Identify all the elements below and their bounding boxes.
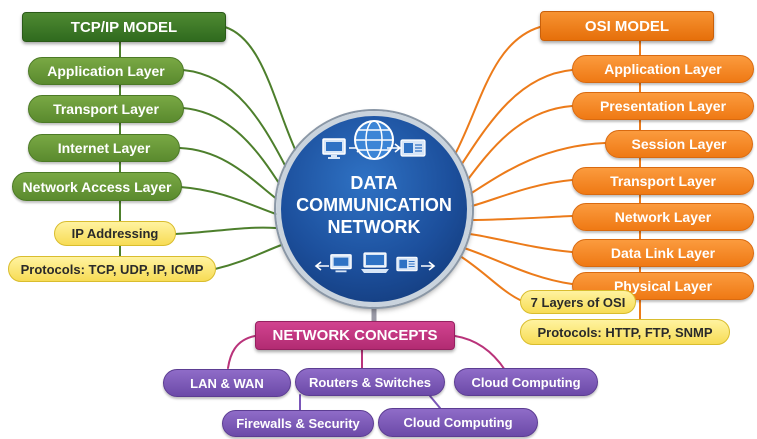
concept-cloud-computing-2: Cloud Computing: [378, 408, 538, 437]
concept-lan-wan: LAN & WAN: [163, 369, 291, 397]
ip-addressing-note: IP Addressing: [54, 221, 176, 246]
arrow-left-icon: [314, 261, 329, 271]
osi-protocols-note: Protocols: HTTP, FTP, SNMP: [520, 319, 730, 345]
tcpip-application-layer: Application Layer: [28, 57, 184, 85]
tcpip-network-access-layer: Network Access Layer: [12, 172, 182, 201]
server-icon: [396, 256, 418, 272]
concept-cloud-computing: Cloud Computing: [454, 368, 598, 396]
monitor-icon: [322, 138, 346, 159]
osi-presentation-layer: Presentation Layer: [572, 92, 754, 120]
osi-session-layer: Session Layer: [605, 130, 753, 158]
center-title: DATA COMMUNICATION NETWORK: [296, 173, 452, 237]
tcpip-transport-layer: Transport Layer: [28, 95, 184, 123]
tcpip-internet-layer: Internet Layer: [28, 134, 180, 162]
arrow-right-icon: [421, 261, 436, 271]
tcpip-protocols-note: Protocols: TCP, UDP, IP, ICMP: [8, 256, 216, 282]
tcpip-model-header: TCP/IP MODEL: [22, 12, 226, 42]
network-concepts-header: NETWORK CONCEPTS: [255, 321, 455, 350]
monitor-icon: [330, 254, 352, 273]
laptop-icon: [361, 252, 389, 273]
concept-routers-switches: Routers & Switches: [295, 368, 445, 396]
arrow-right-icon: [387, 143, 402, 153]
concept-firewalls-security: Firewalls & Security: [222, 410, 374, 437]
osi-network-layer: Network Layer: [572, 203, 754, 231]
osi-transport-layer: Transport Layer: [572, 167, 754, 195]
osi-model-header: OSI MODEL: [540, 11, 714, 41]
osi-data-link-layer: Data Link Layer: [572, 239, 754, 267]
osi-application-layer: Application Layer: [572, 55, 754, 83]
server-icon: [400, 139, 426, 157]
osi-physical-layer: Physical Layer: [572, 272, 754, 300]
osi-layers-count-note: 7 Layers of OSI: [520, 290, 636, 314]
globe-icon: [354, 120, 394, 160]
